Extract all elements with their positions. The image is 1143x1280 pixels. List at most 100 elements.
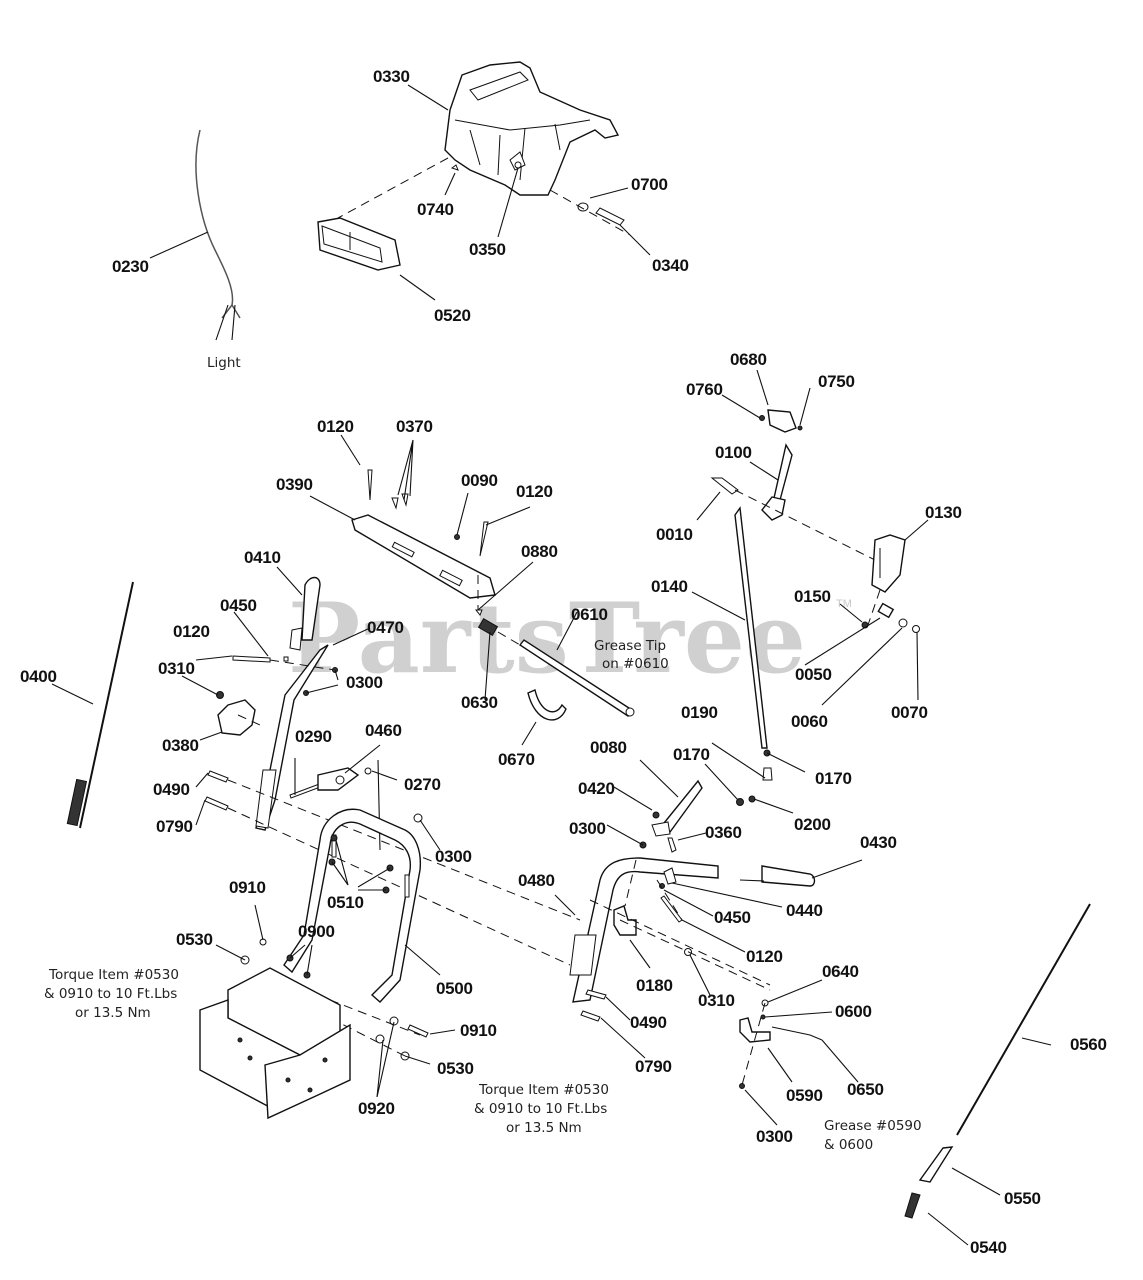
label-0670[interactable]: 0670 (498, 750, 535, 769)
label-0300-d[interactable]: 0300 (756, 1127, 793, 1146)
label-0010[interactable]: 0010 (656, 525, 693, 544)
part-0300-nut-d[interactable] (739, 1083, 745, 1089)
label-0300-b[interactable]: 0300 (435, 847, 472, 866)
label-0130[interactable]: 0130 (925, 503, 962, 522)
label-0530-a[interactable]: 0530 (176, 930, 213, 949)
label-0640[interactable]: 0640 (822, 962, 859, 981)
label-0920[interactable]: 0920 (358, 1099, 395, 1118)
label-0420[interactable]: 0420 (578, 779, 615, 798)
part-0750-screw[interactable] (797, 425, 803, 431)
label-0120-a[interactable]: 0120 (317, 417, 354, 436)
part-0120-bolt-c[interactable] (232, 655, 271, 663)
part-0460-plate[interactable] (317, 767, 360, 791)
label-0910-b[interactable]: 0910 (460, 1021, 497, 1040)
label-0440[interactable]: 0440 (786, 901, 823, 920)
label-0520[interactable]: 0520 (434, 306, 471, 325)
label-0120-b[interactable]: 0120 (516, 482, 553, 501)
label-0680[interactable]: 0680 (730, 350, 767, 369)
label-0410[interactable]: 0410 (244, 548, 281, 567)
label-0740[interactable]: 0740 (417, 200, 454, 219)
part-0450-bushing-b[interactable] (659, 883, 665, 889)
label-0090[interactable]: 0090 (461, 471, 498, 490)
label-0510[interactable]: 0510 (327, 893, 364, 912)
part-0050-spacer[interactable] (877, 602, 895, 619)
label-0550[interactable]: 0550 (1004, 1189, 1041, 1208)
label-0700[interactable]: 0700 (631, 175, 668, 194)
part-0880-pin[interactable] (474, 609, 483, 616)
label-0400[interactable]: 0400 (20, 667, 57, 686)
label-0460[interactable]: 0460 (365, 721, 402, 740)
part-0490-bolt-a[interactable] (207, 770, 229, 783)
part-0650-rod[interactable] (771, 1026, 823, 1041)
part-0670-bracket[interactable] (527, 689, 567, 721)
part-0590-bracket[interactable] (739, 1017, 771, 1043)
label-0120-d[interactable]: 0120 (746, 947, 783, 966)
label-0170-b[interactable]: 0170 (815, 769, 852, 788)
label-0910-a[interactable]: 0910 (229, 878, 266, 897)
label-0470[interactable]: 0470 (367, 618, 404, 637)
part-0270-screw[interactable] (364, 767, 372, 775)
part-0140-shift-rod-long[interactable] (734, 506, 768, 749)
label-0230[interactable]: 0230 (112, 257, 149, 276)
part-0630-spring[interactable] (477, 617, 499, 637)
label-0650[interactable]: 0650 (847, 1080, 884, 1099)
label-0790-a[interactable]: 0790 (156, 817, 193, 836)
label-0170-a[interactable]: 0170 (673, 745, 710, 764)
part-0610-shaft[interactable] (518, 639, 635, 717)
label-0560[interactable]: 0560 (1070, 1035, 1107, 1054)
part-0100-shift-rod[interactable] (761, 443, 793, 521)
part-0470-upper-handle[interactable] (255, 644, 329, 831)
part-0090-nut[interactable] (454, 534, 460, 540)
part-0130-bracket[interactable] (871, 534, 906, 593)
part-0680-handle[interactable] (767, 409, 797, 433)
part-0380-bracket[interactable] (217, 699, 256, 736)
part-0400-cable[interactable] (66, 581, 134, 829)
label-0490-b[interactable]: 0490 (630, 1013, 667, 1032)
label-0530-b[interactable]: 0530 (437, 1059, 474, 1078)
part-0230-wire-harness[interactable] (195, 129, 241, 319)
label-0500[interactable]: 0500 (436, 979, 473, 998)
part-0700-washer[interactable] (577, 202, 589, 212)
part-0490-bolt-b[interactable] (585, 989, 607, 1000)
label-0180[interactable]: 0180 (636, 976, 673, 995)
part-0010-bolt[interactable] (710, 477, 739, 495)
part-0430-grip-right[interactable] (739, 865, 816, 887)
part-0410-grip[interactable] (289, 576, 321, 651)
label-0100[interactable]: 0100 (715, 443, 752, 462)
label-0790-b[interactable]: 0790 (635, 1057, 672, 1076)
part-0760-pin[interactable] (759, 415, 765, 421)
label-0330[interactable]: 0330 (373, 67, 410, 86)
label-0610[interactable]: 0610 (571, 605, 608, 624)
label-0150[interactable]: 0150 (794, 587, 831, 606)
label-0900[interactable]: 0900 (298, 922, 335, 941)
part-0450-bushing-a[interactable] (283, 656, 289, 662)
part-0310-nut[interactable] (216, 691, 224, 699)
label-0390[interactable]: 0390 (276, 475, 313, 494)
label-0370[interactable]: 0370 (396, 417, 433, 436)
part-0120-bolt-a[interactable] (367, 469, 373, 501)
label-0300-c[interactable]: 0300 (569, 819, 606, 838)
part-0500-lower-handle[interactable] (283, 808, 422, 1003)
label-0070[interactable]: 0070 (891, 703, 928, 722)
part-0370-screws[interactable] (391, 493, 409, 510)
label-0270[interactable]: 0270 (404, 775, 441, 794)
label-0450-b[interactable]: 0450 (714, 908, 751, 927)
label-light[interactable]: Light (207, 355, 241, 371)
part-0340-screw[interactable] (595, 207, 625, 226)
part-0070-nut[interactable] (912, 625, 920, 633)
part-0600-pin[interactable] (760, 1014, 766, 1020)
part-0330-dash-housing[interactable] (444, 61, 620, 196)
part-0910-bolt-b[interactable] (407, 1024, 429, 1038)
label-0310-a[interactable]: 0310 (158, 659, 195, 678)
part-0790-bolt-a[interactable] (204, 796, 229, 811)
label-0350[interactable]: 0350 (469, 240, 506, 259)
label-0340[interactable]: 0340 (652, 256, 689, 275)
label-0120-c[interactable]: 0120 (173, 622, 210, 641)
part-0190-ferrule[interactable] (762, 767, 773, 781)
label-0300-a[interactable]: 0300 (346, 673, 383, 692)
part-0520-light-bar[interactable] (317, 217, 401, 271)
label-0380[interactable]: 0380 (162, 736, 199, 755)
part-0440-bracket[interactable] (663, 867, 677, 885)
label-0430[interactable]: 0430 (860, 833, 897, 852)
label-0490-a[interactable]: 0490 (153, 780, 190, 799)
